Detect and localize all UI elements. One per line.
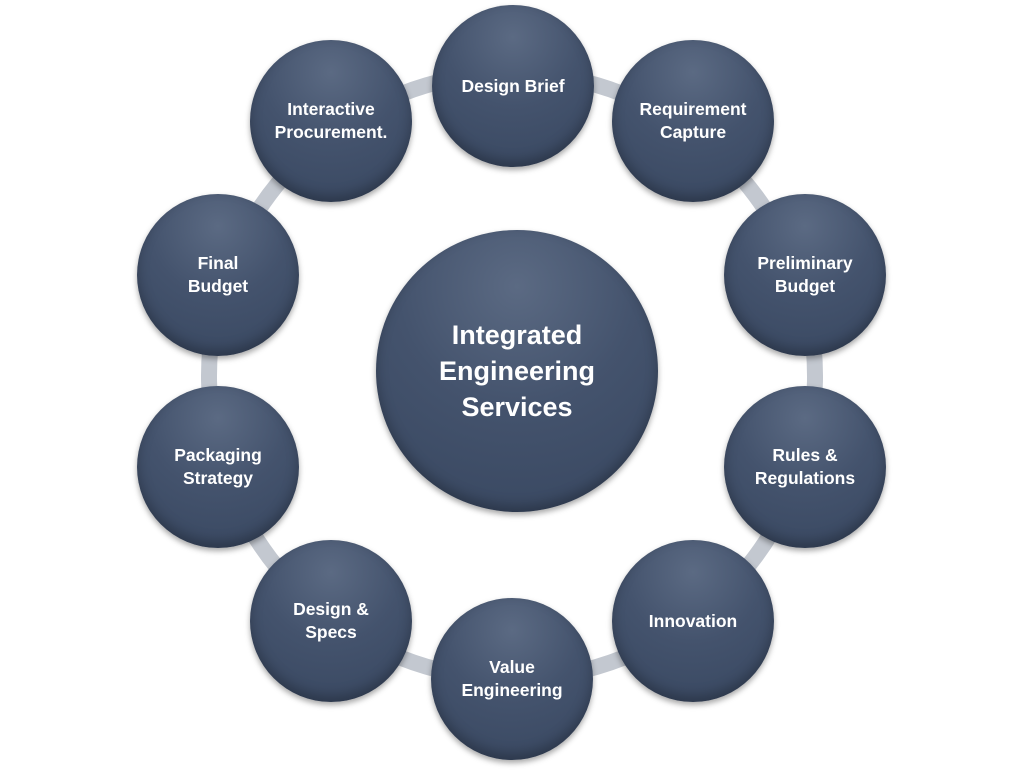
node-design-brief: Design Brief xyxy=(432,5,594,167)
node-label: Packaging Strategy xyxy=(174,445,262,488)
node-label: Final Budget xyxy=(187,253,249,296)
node-label: Preliminary Budget xyxy=(757,253,853,296)
node-rules-regulations: Rules & Regulations xyxy=(724,386,886,548)
node-design-specs: Design & Specs xyxy=(250,540,412,702)
center-node-integrated-engineering-services: Integrated Engineering Services xyxy=(376,230,658,512)
node-requirement-capture: Requirement Capture xyxy=(612,40,774,202)
node-interactive-procurement: Interactive Procurement. xyxy=(250,40,412,202)
node-label: Rules & Regulations xyxy=(754,445,856,488)
node-label: Value Engineering xyxy=(461,657,563,700)
node-preliminary-budget: Preliminary Budget xyxy=(724,194,886,356)
node-innovation: Innovation xyxy=(612,540,774,702)
node-label: Requirement Capture xyxy=(639,99,747,142)
node-value-engineering: Value Engineering xyxy=(431,598,593,760)
node-label: Design Brief xyxy=(461,75,565,96)
node-label: Innovation xyxy=(648,610,738,631)
node-label: Design & Specs xyxy=(293,599,369,642)
center-node-label: Integrated Engineering Services xyxy=(438,320,595,422)
node-final-budget: Final Budget xyxy=(137,194,299,356)
node-packaging-strategy: Packaging Strategy xyxy=(137,386,299,548)
node-label: Interactive Procurement. xyxy=(274,99,388,142)
